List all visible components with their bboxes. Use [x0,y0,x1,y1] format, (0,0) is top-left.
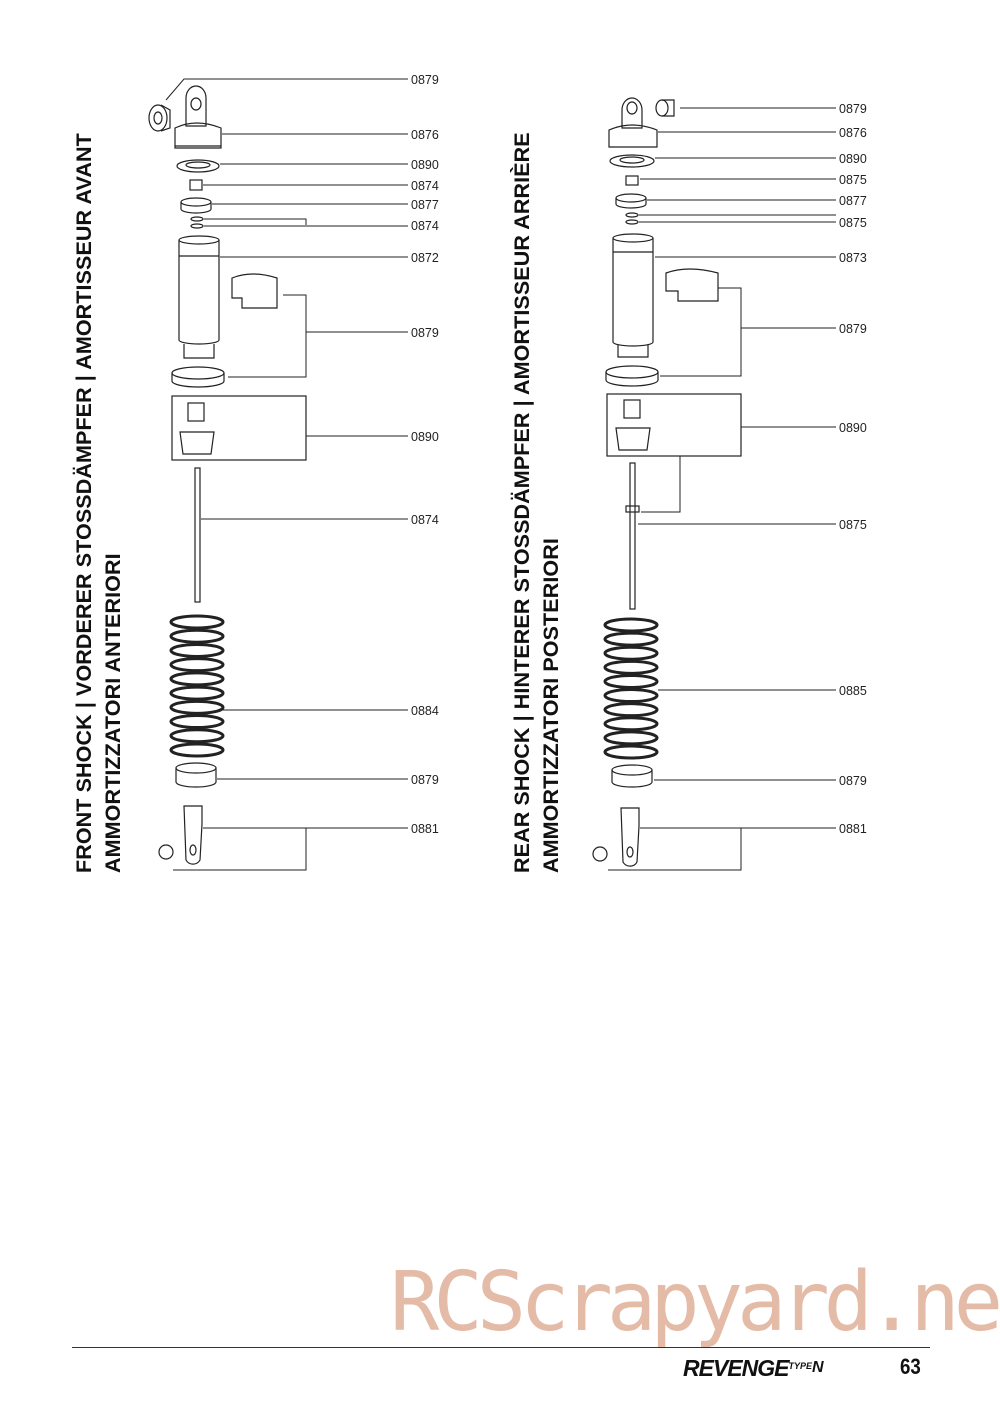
front-part-label: 0890 [411,430,439,444]
spring-coil [169,728,225,744]
front-piston [180,197,212,214]
front-part-label: 0876 [411,128,439,142]
spring-coil [169,614,225,630]
front-spring-clip [231,273,278,309]
rear-rod-end [592,807,640,867]
spring-coil [603,659,659,675]
rear-part-labels: 0879 0876 0890 0875 0877 0875 0873 0879 … [839,102,867,836]
front-nut [189,179,203,191]
rear-part-label: 0877 [839,194,867,208]
front-washers [190,216,204,229]
spring-coil [169,642,225,658]
rear-shock-cap [608,97,658,148]
spring-coil [169,685,225,701]
rear-shock-body [612,233,654,358]
front-part-label: 0890 [411,158,439,172]
logo-n: N [812,1359,824,1376]
rear-part-label: 0879 [839,322,867,336]
spring-coil [603,688,659,704]
front-seal-kit-box [171,395,307,461]
front-part-label: 0874 [411,219,439,233]
front-shock-body [178,235,220,359]
spring-coil [603,702,659,718]
front-collar [171,366,225,388]
spring-coil [603,631,659,647]
front-part-label: 0881 [411,822,439,836]
front-shock-cap [174,85,222,149]
rear-part-label: 0876 [839,126,867,140]
rear-piston [615,193,647,209]
rear-part-label: 0881 [839,822,867,836]
rear-lower-collar [611,764,653,788]
front-cap-seal [176,159,220,173]
logo-text: REVENGE [683,1355,789,1381]
spring-coil [603,617,659,633]
rear-part-label: 0879 [839,774,867,788]
rear-shaft [625,462,640,610]
front-part-labels: 0879 0876 0890 0874 0877 0874 0872 0879 … [411,73,439,836]
front-shaft [194,467,201,603]
front-part-label: 0872 [411,251,439,265]
front-part-label: 0874 [411,513,439,527]
rear-part-label: 0873 [839,251,867,265]
front-part-label: 0879 [411,73,439,87]
rear-part-label: 0885 [839,684,867,698]
spring-coil [603,744,659,760]
spring-coil [169,671,225,687]
revenge-logo: REVENGETYPEN [683,1353,824,1381]
footer-rule [72,1347,930,1348]
spring-coil [603,716,659,732]
front-part-label: 0879 [411,326,439,340]
rear-washers [625,212,639,225]
page-number: 63 [900,1354,921,1379]
logo-type: TYPE [788,1361,812,1371]
rear-ball-bushing [655,99,675,117]
rear-spring-clip [665,268,719,302]
rear-shock-drawing [592,97,742,867]
front-part-label: 0884 [411,704,439,718]
rear-nut [625,175,639,186]
spring-coil [603,730,659,746]
spring-coil [169,742,225,758]
spring-coil [169,657,225,673]
front-ball-bushing [148,104,171,132]
front-part-label: 0874 [411,179,439,193]
rear-part-label: 0890 [839,152,867,166]
rear-seal-kit-box [606,393,742,457]
rear-spring [603,617,659,760]
rear-leader-lines [608,107,836,871]
rear-part-label: 0875 [839,518,867,532]
watermark: RCScrapyard.net [390,1255,1000,1350]
front-shock-drawing [148,85,307,865]
rear-part-label: 0875 [839,216,867,230]
spring-coil [603,673,659,689]
rear-part-label: 0875 [839,173,867,187]
front-rod-end [158,805,203,865]
rear-collar [605,365,659,387]
front-part-label: 0877 [411,198,439,212]
front-part-label: 0879 [411,773,439,787]
front-leader-lines [165,78,408,871]
rear-cap-seal [609,154,655,168]
rear-part-label: 0890 [839,421,867,435]
front-lower-collar [175,762,217,788]
front-spring [169,614,225,758]
spring-coil [169,628,225,644]
spring-coil [169,699,225,715]
spring-coil [603,645,659,661]
spring-coil [169,714,225,730]
rear-part-label: 0879 [839,102,867,116]
